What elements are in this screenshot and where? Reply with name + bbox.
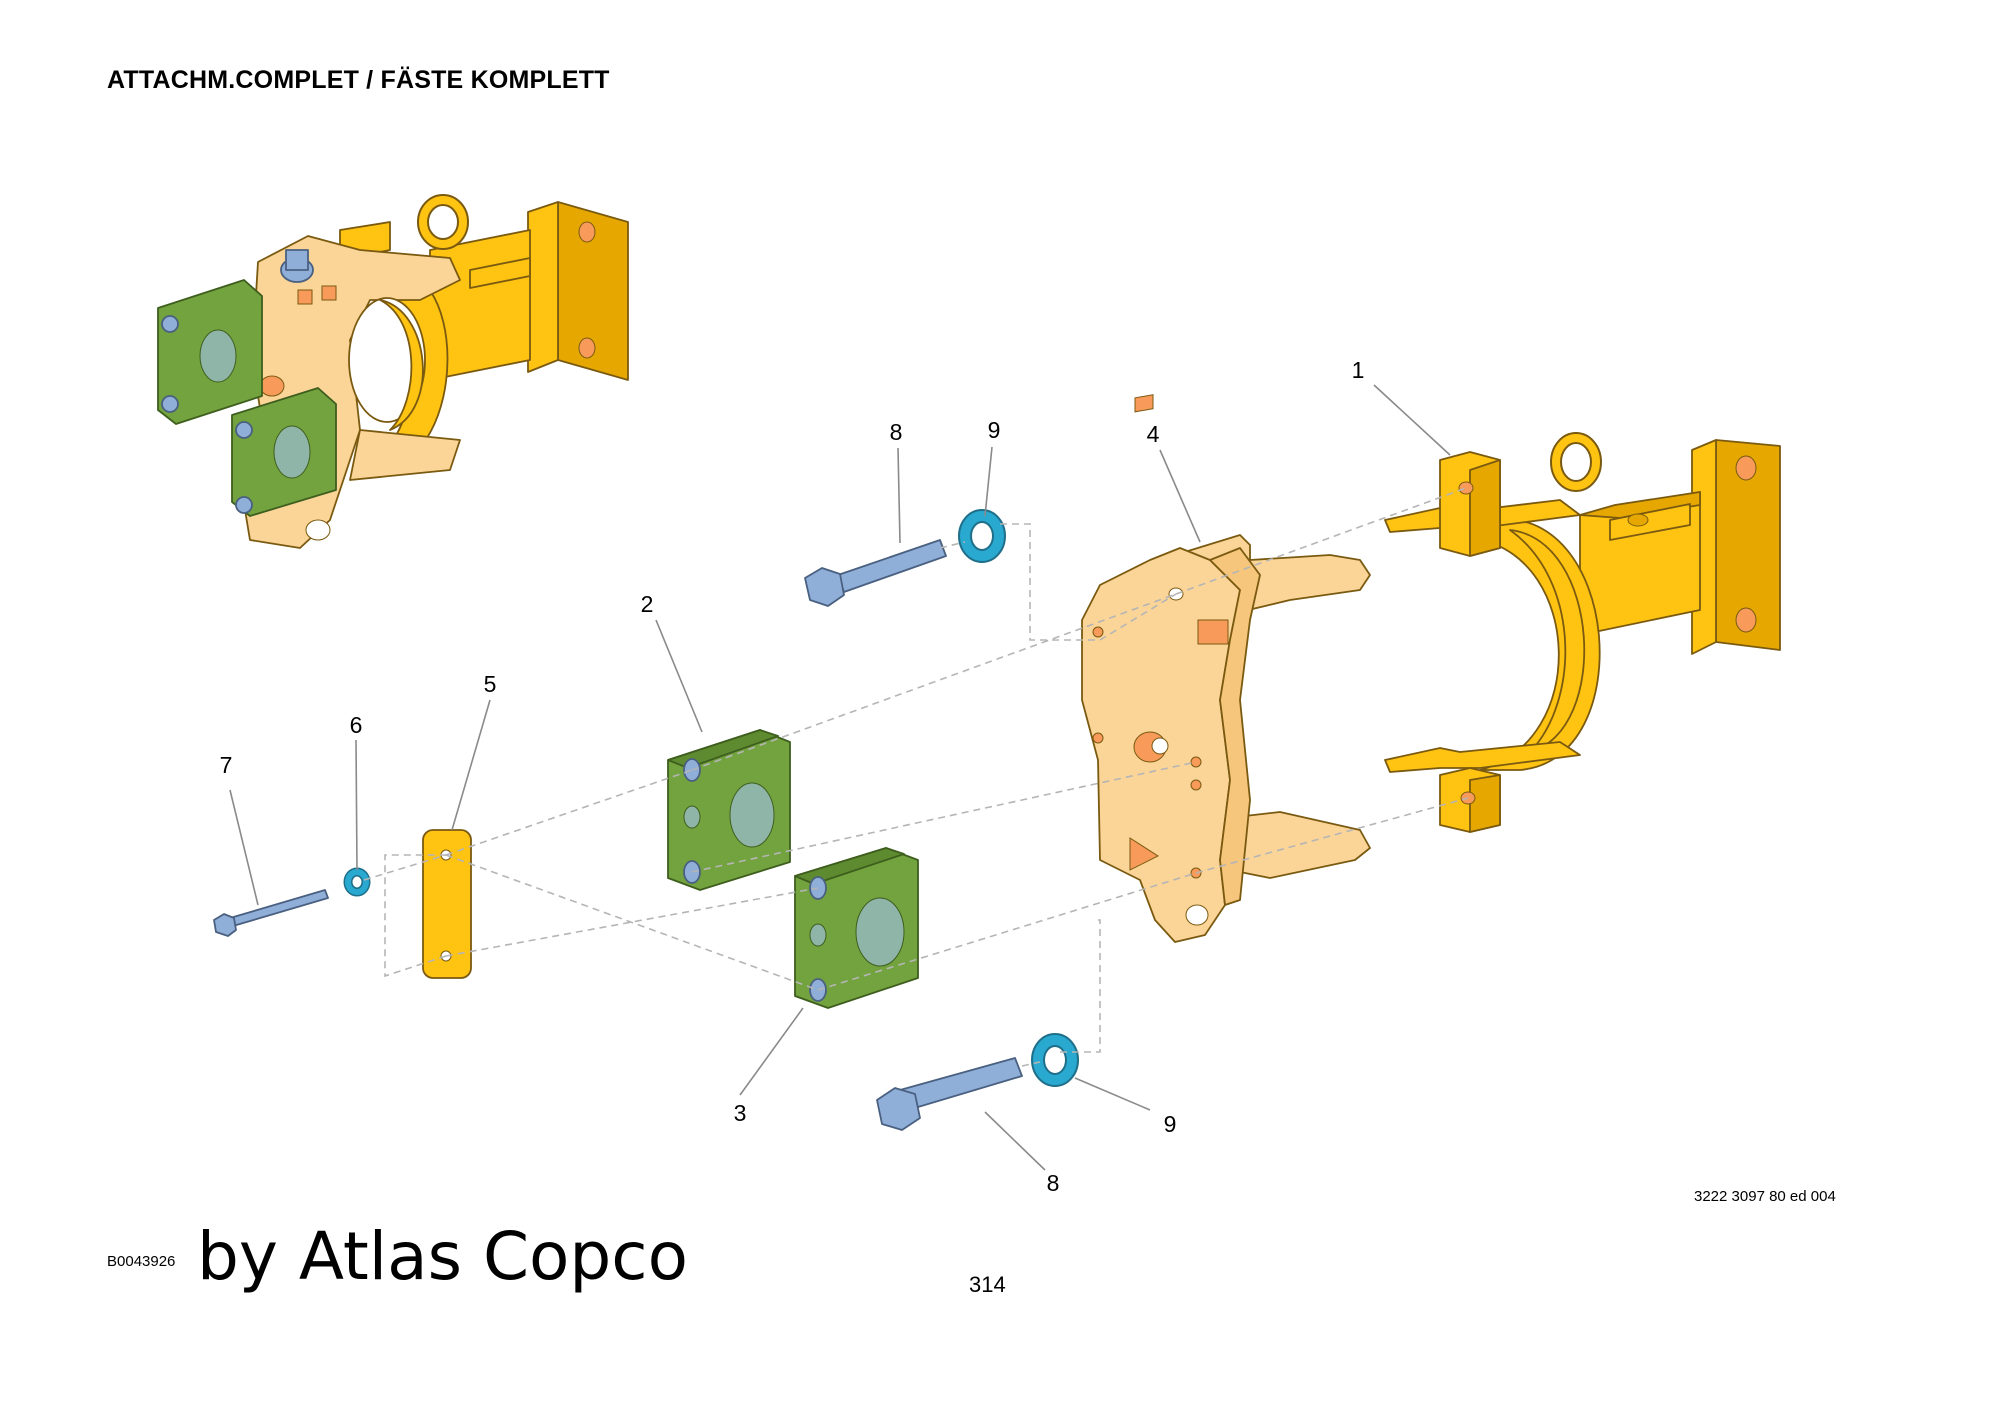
part-8-bolt-upper bbox=[804, 539, 947, 607]
image-code: B0043926 bbox=[107, 1253, 176, 1270]
part-1-yellow-mount bbox=[1384, 432, 1781, 833]
callout-1: 1 bbox=[1352, 357, 1365, 383]
page-number: 314 bbox=[969, 1272, 1006, 1297]
page-title: ATTACHM.COMPLET / FÄSTE KOMPLETT bbox=[107, 66, 610, 94]
callout-9-lower: 9 bbox=[1164, 1111, 1177, 1137]
brand-caption: by Atlas Copco bbox=[197, 1218, 688, 1295]
drawing-reference: 3222 3097 80 ed 004 bbox=[1694, 1188, 1836, 1205]
callout-5: 5 bbox=[484, 671, 497, 697]
leader-lines bbox=[229, 384, 1451, 1171]
part-9-washer-lower bbox=[1031, 1033, 1079, 1087]
callout-6: 6 bbox=[350, 712, 363, 738]
callout-8-lower: 8 bbox=[1047, 1170, 1060, 1196]
part-7-small-bolt bbox=[213, 889, 329, 937]
part-2-green-block bbox=[667, 729, 791, 891]
assembly-lines bbox=[363, 487, 1469, 1067]
assembled-attachment-view bbox=[157, 194, 629, 549]
part-4-frame bbox=[1081, 394, 1371, 943]
callout-3: 3 bbox=[734, 1100, 747, 1126]
part-9-washer-upper bbox=[958, 509, 1006, 563]
callout-8-upper: 8 bbox=[890, 419, 903, 445]
part-6-washer bbox=[343, 867, 371, 897]
callout-2: 2 bbox=[641, 591, 654, 617]
part-8-bolt-lower bbox=[876, 1057, 1023, 1131]
part-3-green-block bbox=[794, 847, 919, 1009]
part-5-yellow-strip bbox=[422, 829, 472, 979]
callout-7: 7 bbox=[220, 752, 233, 778]
callout-4: 4 bbox=[1147, 421, 1160, 447]
callout-9-upper: 9 bbox=[988, 417, 1001, 443]
